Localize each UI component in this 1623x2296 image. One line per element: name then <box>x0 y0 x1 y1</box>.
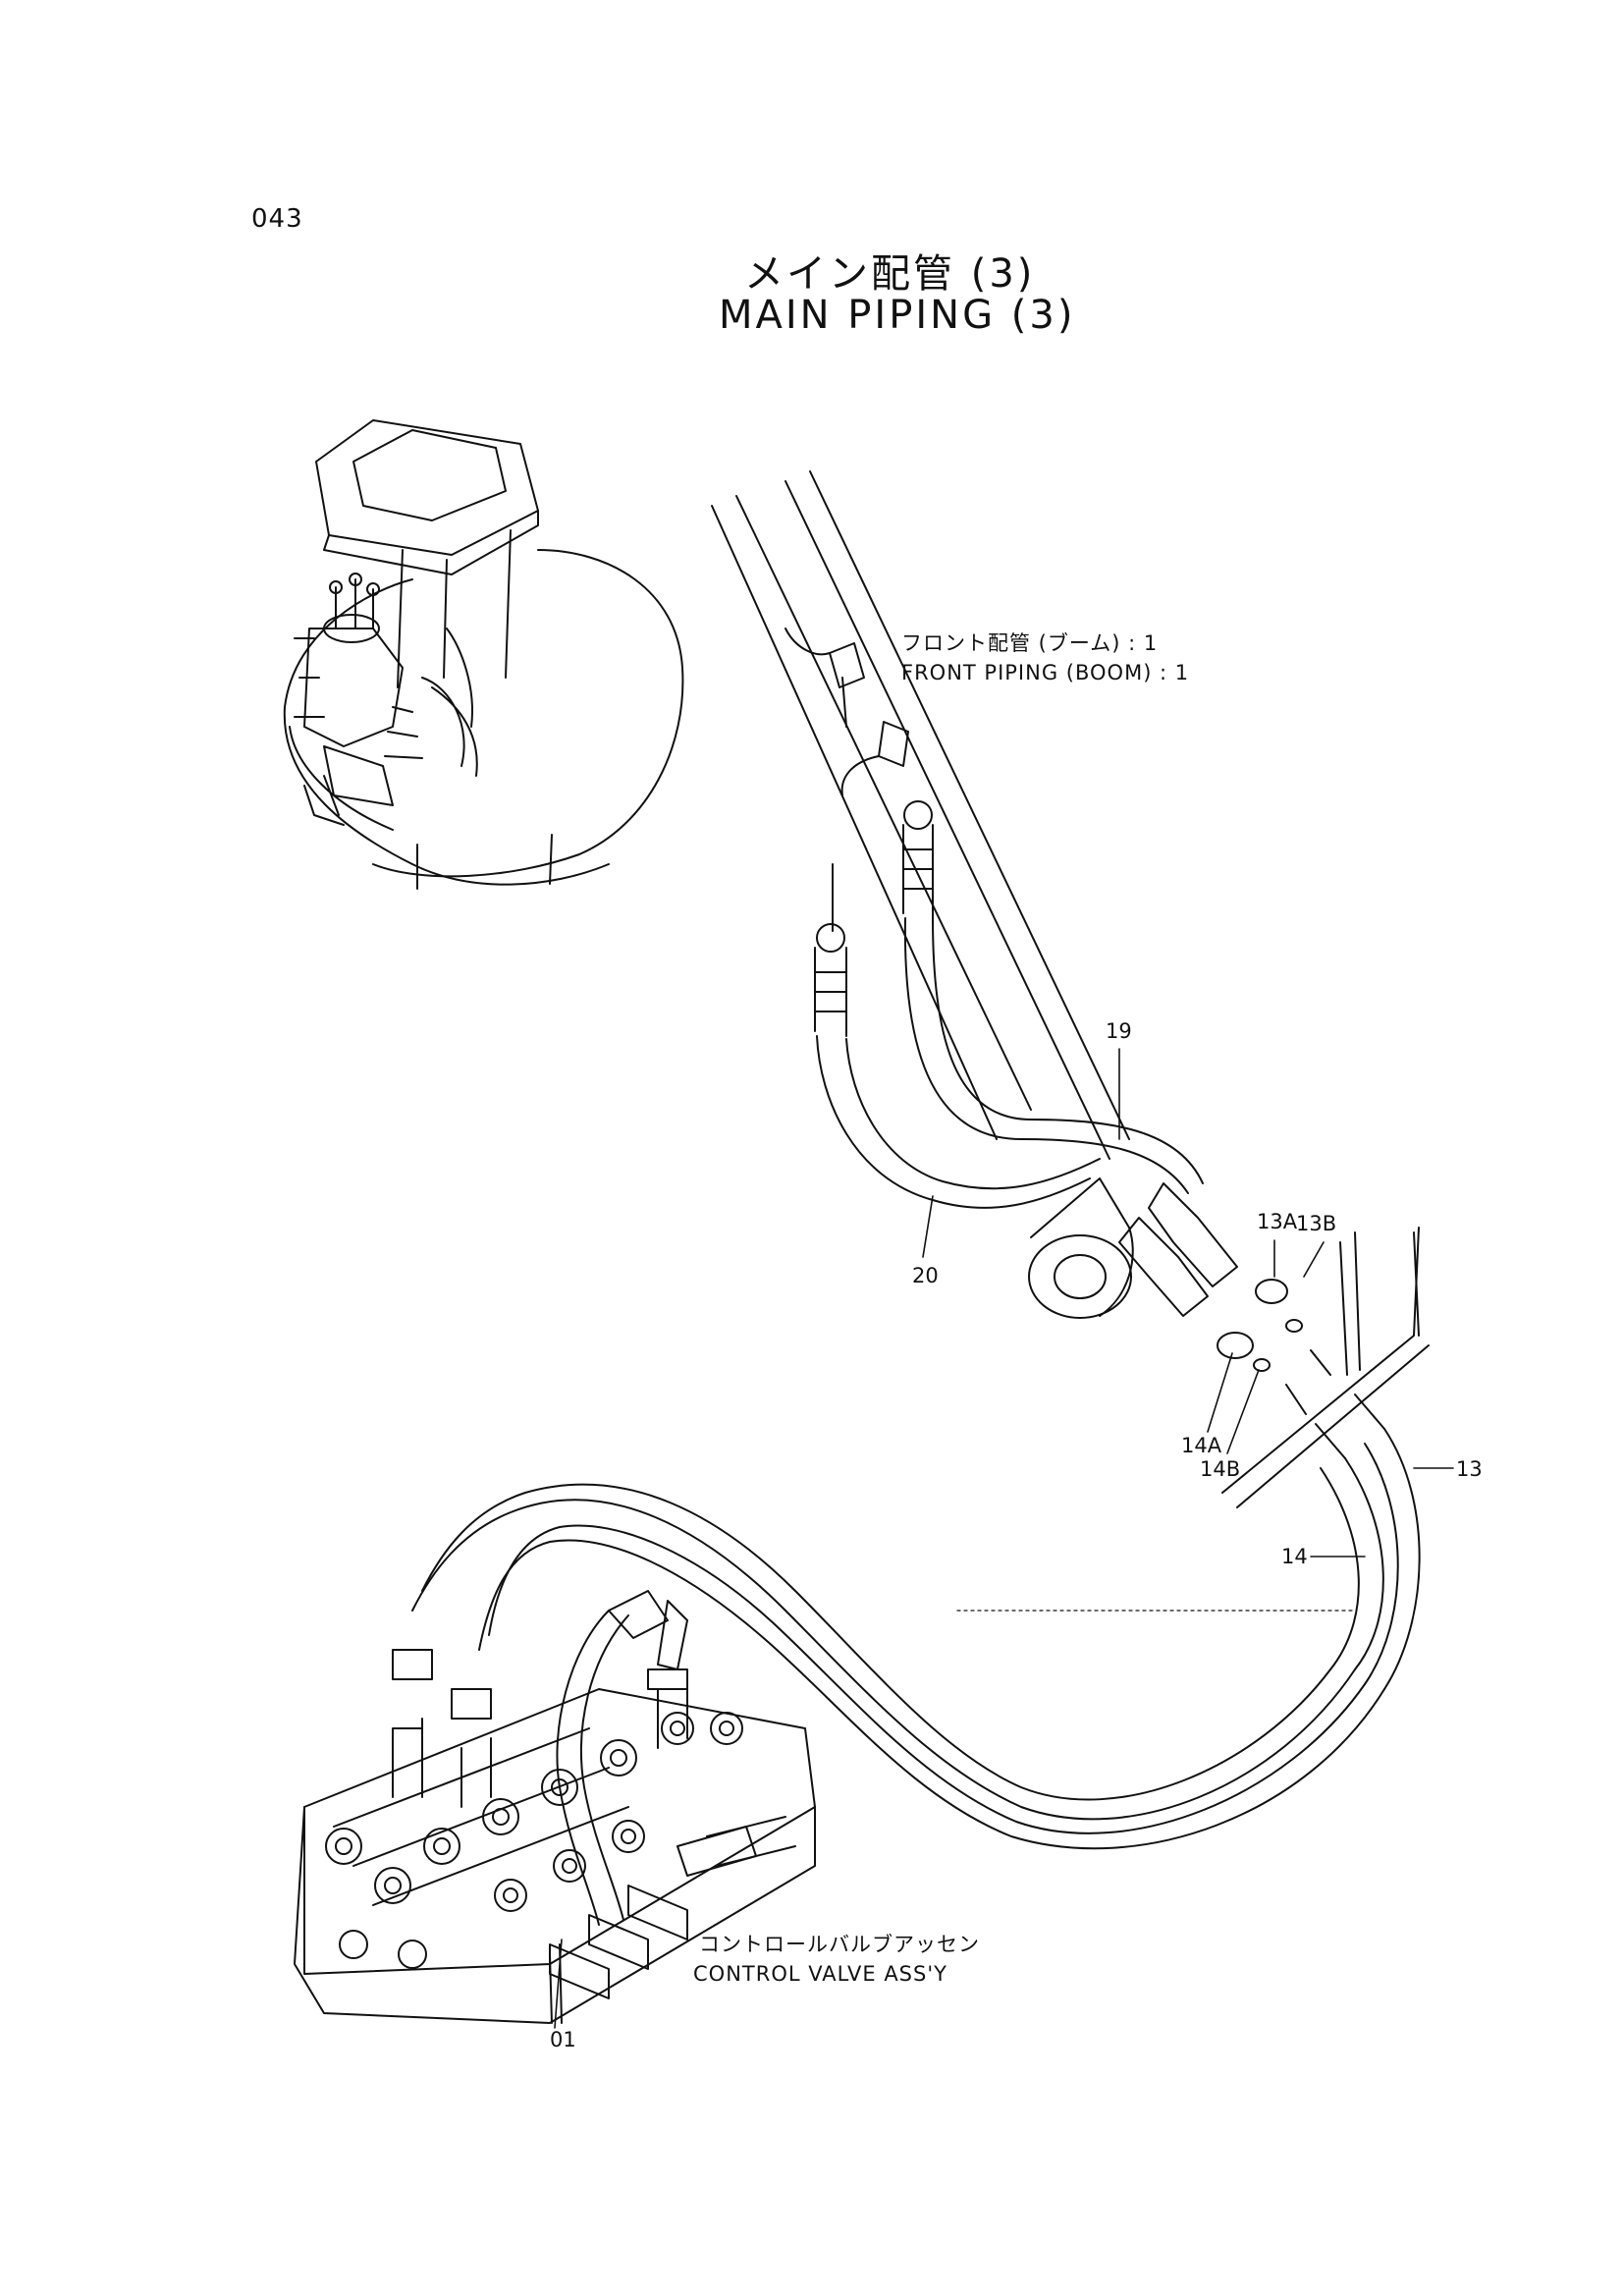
callout-13B: 13B <box>1296 1212 1337 1235</box>
control-valve-illustration <box>294 1678 816 2024</box>
callout-14A: 14A <box>1181 1434 1222 1457</box>
callout-13: 13 <box>1456 1457 1483 1481</box>
front-piping-label-en: FRONT PIPING (BOOM) : 1 <box>901 661 1190 684</box>
main-hose-run <box>392 1483 1385 1926</box>
boom-illustration <box>711 470 1430 1690</box>
callout-20: 20 <box>912 1264 939 1287</box>
page-title-japanese: メイン配管 (3) <box>744 251 1036 297</box>
machine-overview-illustration <box>283 419 684 890</box>
page-number: 043 <box>251 204 303 234</box>
callout-01: 01 <box>550 2028 576 2051</box>
callout-13A: 13A <box>1257 1210 1298 1233</box>
control-valve-label-jp: コントロールバルブアッセン <box>699 1933 980 1956</box>
callout-14B: 14B <box>1200 1457 1241 1481</box>
callout-14: 14 <box>1281 1545 1308 1568</box>
page-title-english: MAIN PIPING (3) <box>719 293 1076 338</box>
front-piping-label-jp: フロント配管 (ブーム) : 1 <box>901 631 1159 655</box>
control-valve-label-en: CONTROL VALVE ASS'Y <box>693 1962 947 1986</box>
leader-lines <box>554 1048 1454 2029</box>
callout-19: 19 <box>1106 1019 1132 1043</box>
